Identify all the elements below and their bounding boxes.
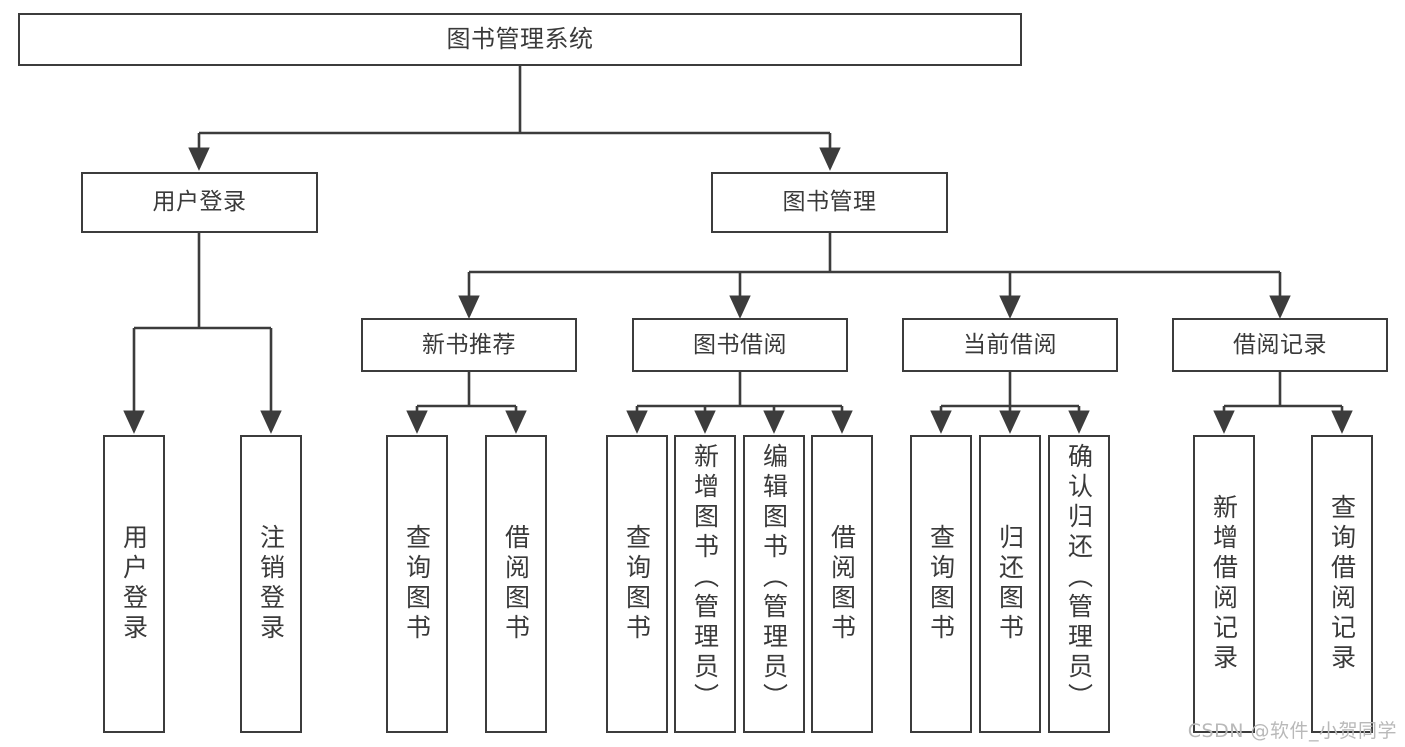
node-label: 查询图书 <box>926 524 956 644</box>
node-label: 新增图书（管理员） <box>690 443 720 713</box>
node-label: 用户登录 <box>152 189 247 216</box>
leaf-book-borrow-add-book-admin[interactable]: 新增图书（管理员） <box>674 435 736 733</box>
node-label: 查询借阅记录 <box>1327 494 1357 674</box>
node-label: 编辑图书（管理员） <box>759 443 789 713</box>
node-label: 新书推荐 <box>422 331 516 358</box>
leaf-user-login-login[interactable]: 用户登录 <box>103 435 165 733</box>
watermark-text: CSDN @软件_小贺同学 <box>1187 720 1397 742</box>
leaf-book-borrow-edit-book-admin[interactable]: 编辑图书（管理员） <box>743 435 805 733</box>
leaf-borrow-record-add-record[interactable]: 新增借阅记录 <box>1193 435 1255 733</box>
leaf-current-borrow-confirm-return-admin[interactable]: 确认归还（管理员） <box>1048 435 1110 733</box>
node-label: 确认归还（管理员） <box>1064 443 1094 713</box>
node-label: 注销登录 <box>256 524 286 644</box>
node-label: 新增借阅记录 <box>1209 494 1239 674</box>
node-book-management[interactable]: 图书管理 <box>711 172 948 233</box>
node-label: 图书管理 <box>782 189 877 216</box>
node-label: 借阅图书 <box>827 524 857 644</box>
node-user-login[interactable]: 用户登录 <box>81 172 318 233</box>
leaf-book-borrow-borrow-book[interactable]: 借阅图书 <box>811 435 873 733</box>
node-label: 借阅记录 <box>1233 331 1327 358</box>
leaf-new-book-query-book[interactable]: 查询图书 <box>386 435 448 733</box>
node-label: 归还图书 <box>995 524 1025 644</box>
node-label: 当前借阅 <box>963 331 1057 358</box>
node-current-borrow[interactable]: 当前借阅 <box>902 318 1118 372</box>
leaf-user-login-logout[interactable]: 注销登录 <box>240 435 302 733</box>
node-label: 查询图书 <box>622 524 652 644</box>
node-label: 用户登录 <box>119 524 149 644</box>
node-label: 查询图书 <box>402 524 432 644</box>
node-label: 图书借阅 <box>693 331 787 358</box>
leaf-borrow-record-query-record[interactable]: 查询借阅记录 <box>1311 435 1373 733</box>
leaf-new-book-borrow-book[interactable]: 借阅图书 <box>485 435 547 733</box>
node-label: 借阅图书 <box>501 524 531 644</box>
node-label: 图书管理系统 <box>446 24 594 53</box>
node-borrow-record[interactable]: 借阅记录 <box>1172 318 1388 372</box>
leaf-current-borrow-query-book[interactable]: 查询图书 <box>910 435 972 733</box>
node-root-book-management-system[interactable]: 图书管理系统 <box>18 13 1022 66</box>
leaf-book-borrow-query-book[interactable]: 查询图书 <box>606 435 668 733</box>
node-book-borrow[interactable]: 图书借阅 <box>632 318 848 372</box>
node-new-book-recommend[interactable]: 新书推荐 <box>361 318 577 372</box>
leaf-current-borrow-return-book[interactable]: 归还图书 <box>979 435 1041 733</box>
